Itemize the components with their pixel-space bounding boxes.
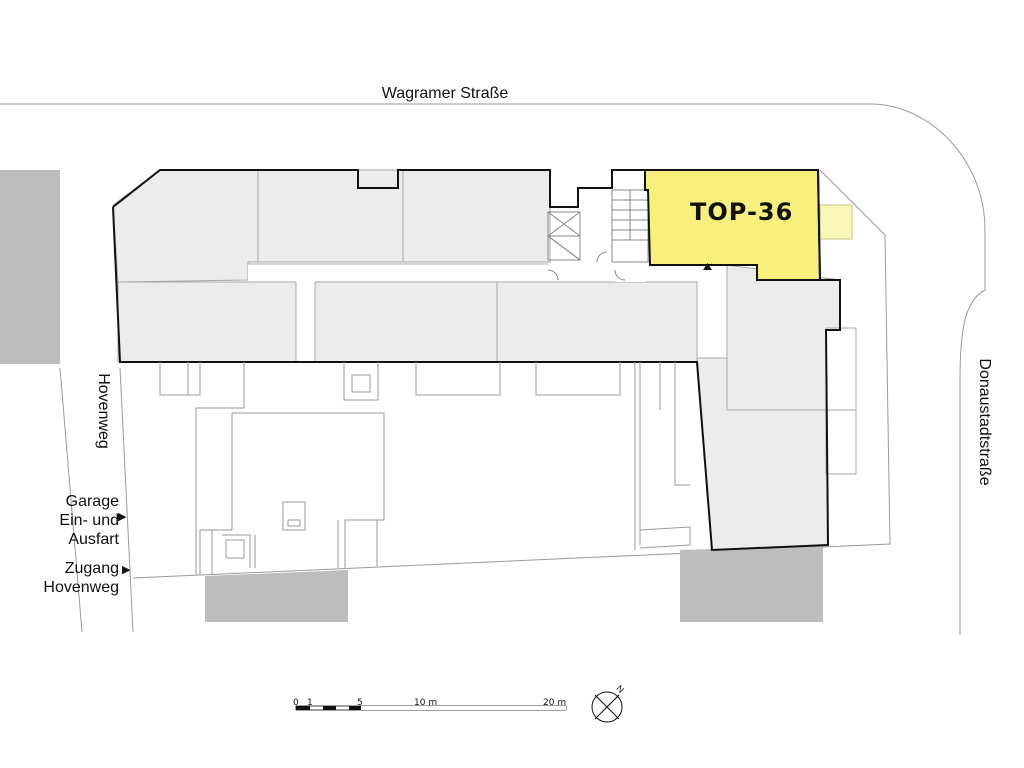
room-s3	[496, 281, 698, 363]
balcony-east-1	[825, 327, 857, 411]
room-n3	[402, 169, 551, 263]
building-rooms	[112, 169, 857, 551]
street-label-hovenweg: Hovenweg	[95, 373, 112, 449]
scale-tick-20m: 20 m	[543, 698, 567, 708]
hovenweg-curb-left	[59, 367, 83, 633]
balcony-east-2	[825, 409, 857, 475]
courtyard-lines	[159, 362, 691, 575]
access-arrow-icon: ▶	[122, 564, 131, 576]
scale-tick-5: 5	[357, 698, 363, 708]
stair	[611, 189, 649, 263]
neighbor-block-south-left	[205, 570, 348, 622]
scale-tick-10m: 10 m	[414, 698, 438, 708]
room-east-upper	[726, 264, 841, 411]
corridor	[248, 263, 645, 282]
garage-entrance-label: Garage Ein- und Ausfart	[59, 493, 119, 548]
room-s2	[314, 281, 498, 363]
site-boundary-east	[819, 169, 891, 546]
hovenweg-curb-right	[119, 367, 134, 633]
pedestrian-access-label: Zugang Hovenweg	[43, 560, 119, 596]
building-outline	[112, 169, 841, 552]
street-label-donaustadtstrasse: Donaustadtstraße	[976, 358, 993, 486]
unit-top-36-terrace	[819, 204, 853, 240]
core	[547, 189, 649, 281]
garage-entrance-arrow-icon: ▶	[118, 511, 127, 523]
neighbor-buildings	[0, 170, 823, 622]
room-s1	[117, 281, 297, 363]
unit-label-top-36: TOP-36	[690, 198, 794, 226]
wagramer-strasse-curb	[0, 103, 986, 635]
elevator-2	[547, 235, 581, 261]
neighbor-block-south-right	[680, 545, 823, 622]
scale-tick-1: 1	[307, 698, 313, 708]
room-nw	[112, 169, 259, 283]
room-n2	[257, 169, 404, 263]
unit-entrance-marker	[703, 263, 712, 270]
street-label-wagramer-strasse: Wagramer Straße	[381, 85, 509, 102]
compass-rose	[591, 691, 623, 723]
scale-bar	[295, 705, 567, 711]
scale-tick-0: 0	[293, 698, 299, 708]
neighbor-block-west	[0, 170, 60, 364]
